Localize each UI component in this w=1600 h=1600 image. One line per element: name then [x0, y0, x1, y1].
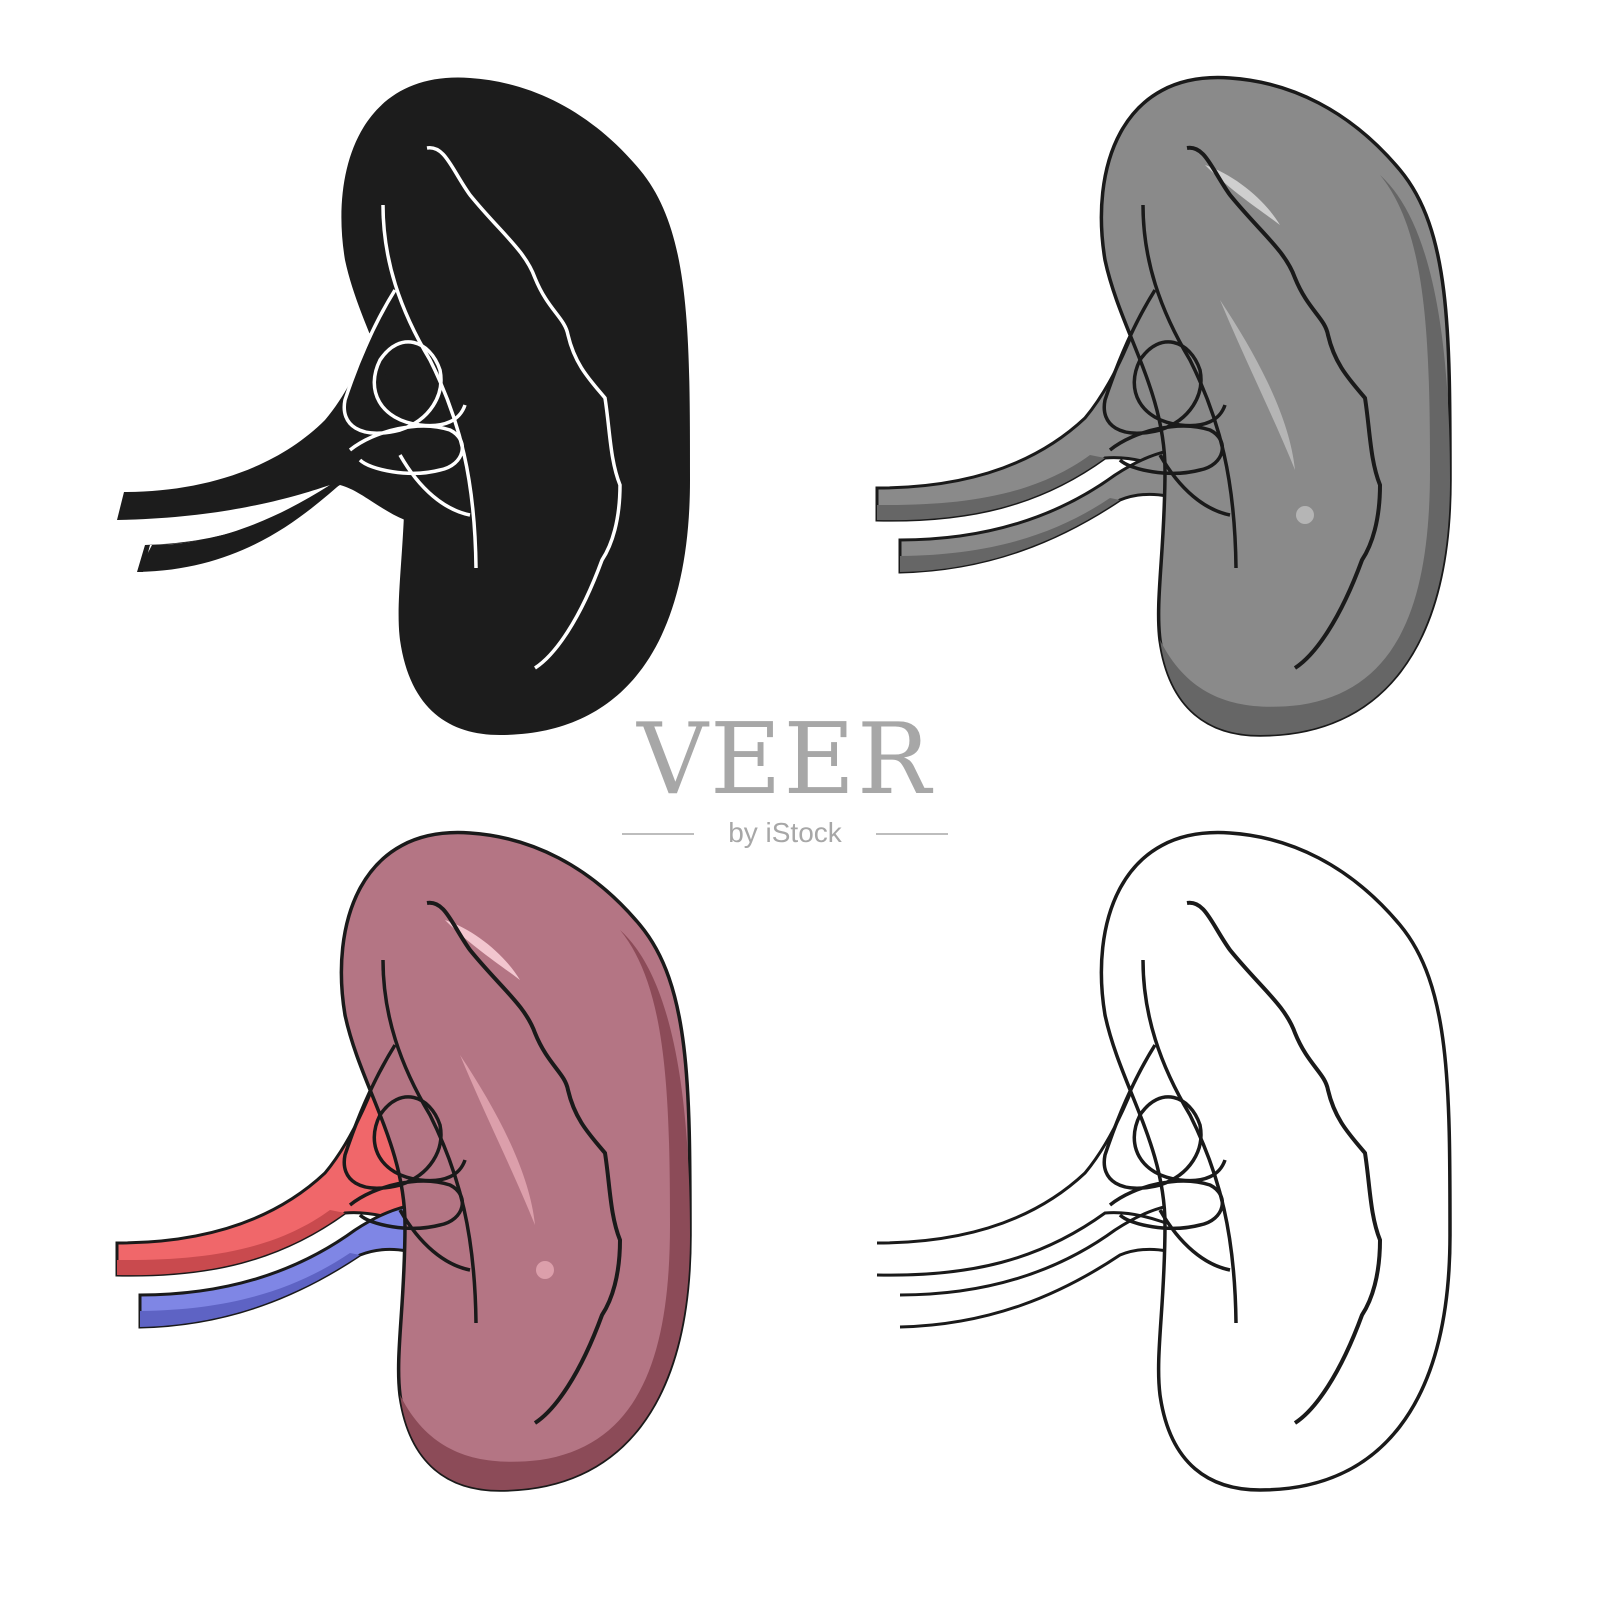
spleen-outline-icon: [876, 830, 1452, 1492]
spleen-monochrome-icon: [875, 75, 1452, 737]
spleen-cartoon-icon: [115, 830, 692, 1492]
spleen-glyph-icon: [117, 77, 690, 735]
